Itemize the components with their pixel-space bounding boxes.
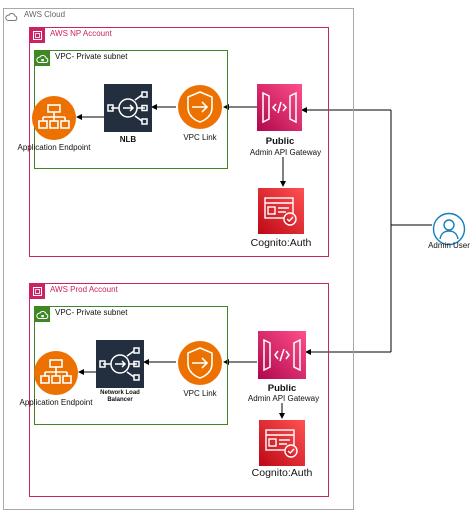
prod-nlb-label-line2: Balancer bbox=[107, 397, 133, 403]
prod-application-endpoint-label: Application Endpoint bbox=[19, 398, 93, 407]
aws-cloud-group: AWS Cloud bbox=[3, 8, 354, 510]
prod-gateway-label: Admin API Gateway bbox=[246, 394, 321, 403]
np-nlb-label: NLB bbox=[119, 135, 137, 144]
np-vpc-link-icon bbox=[177, 84, 223, 130]
prod-application-endpoint-icon bbox=[33, 350, 79, 396]
aws-cloud-label: AWS Cloud bbox=[24, 10, 66, 19]
prod-account-group: AWS Prod Account bbox=[29, 283, 329, 497]
prod-nlb-icon bbox=[96, 340, 144, 388]
prod-account-label: AWS Prod Account bbox=[50, 285, 118, 294]
cloud-icon bbox=[4, 9, 19, 24]
account-icon bbox=[30, 28, 45, 43]
np-vpc-link-label: VPC Link bbox=[183, 133, 217, 142]
prod-vpc-link-label: VPC Link bbox=[183, 389, 217, 398]
np-nlb-icon bbox=[104, 84, 152, 132]
np-application-endpoint-icon bbox=[31, 95, 77, 141]
user-connector bbox=[390, 110, 432, 352]
user-icon bbox=[432, 212, 466, 246]
prod-vpc-link-icon bbox=[177, 340, 223, 386]
vpc-lock-icon bbox=[35, 51, 50, 66]
np-vpc-label: VPC- Private subnet bbox=[55, 52, 128, 61]
prod-gateway-title: Public bbox=[267, 383, 297, 394]
np-cognito-icon bbox=[258, 188, 304, 234]
prod-nlb-label-line1: Network Load bbox=[100, 390, 140, 396]
np-api-gateway-icon bbox=[257, 84, 302, 131]
np-gateway-title: Public bbox=[265, 136, 295, 147]
np-gateway-label: Admin API Gateway bbox=[248, 148, 323, 157]
np-cognito-label: Cognito:Auth bbox=[250, 237, 312, 249]
admin-user-label: Admin User bbox=[428, 241, 470, 250]
account-icon bbox=[30, 284, 45, 299]
prod-vpc-group: VPC- Private subnet bbox=[34, 306, 228, 425]
np-account-label: AWS NP Account bbox=[50, 29, 112, 38]
prod-api-gateway-icon bbox=[258, 331, 306, 379]
prod-vpc-label: VPC- Private subnet bbox=[55, 308, 128, 317]
np-application-endpoint-label: Application Endpoint bbox=[17, 143, 91, 152]
vpc-lock-icon bbox=[35, 307, 50, 322]
np-account-group: AWS NP Account bbox=[29, 27, 329, 257]
prod-cognito-label: Cognito:Auth bbox=[251, 467, 313, 479]
prod-cognito-icon bbox=[259, 420, 305, 466]
